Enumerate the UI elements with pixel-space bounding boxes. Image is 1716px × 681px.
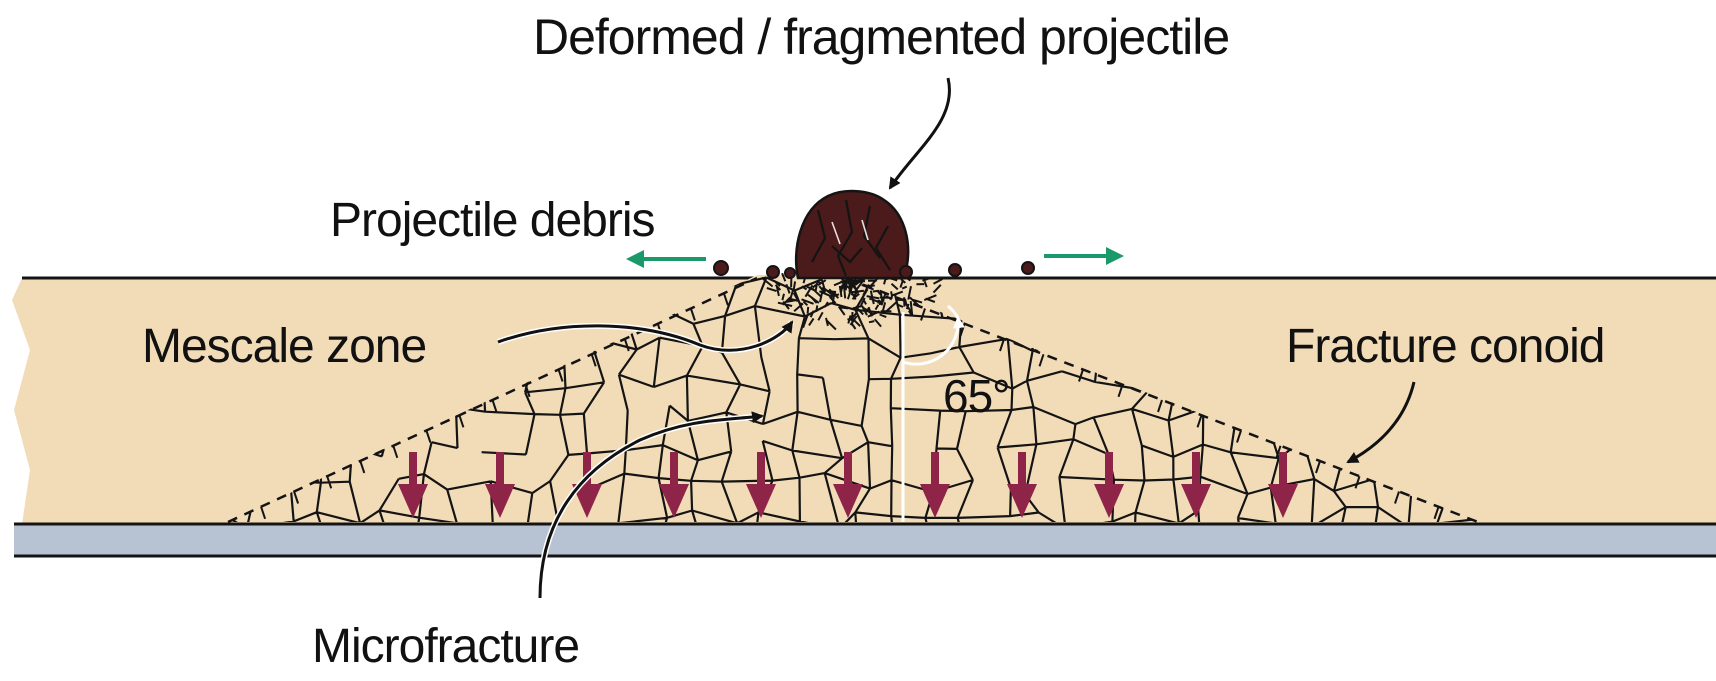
label-fracture-conoid: Fracture conoid bbox=[1286, 320, 1605, 373]
load-arrow bbox=[485, 452, 515, 518]
projectile-leader bbox=[888, 77, 951, 190]
label-angle: 65° bbox=[943, 370, 1010, 422]
projectile-debris-particles bbox=[713, 260, 1035, 279]
load-arrows bbox=[398, 452, 1298, 518]
label-deformed-projectile: Deformed / fragmented projectile bbox=[533, 9, 1229, 65]
load-arrow bbox=[1094, 452, 1124, 518]
load-arrow bbox=[1268, 452, 1298, 518]
label-microfracture: Microfracture bbox=[312, 620, 579, 673]
load-arrow bbox=[746, 452, 776, 518]
conoid-leader bbox=[1346, 381, 1416, 464]
load-arrow bbox=[833, 452, 863, 518]
angle-arc bbox=[902, 316, 965, 366]
load-arrow bbox=[920, 452, 950, 518]
load-arrow bbox=[1181, 452, 1211, 518]
debris-direction-arrows bbox=[626, 247, 1124, 268]
load-arrow bbox=[659, 452, 689, 518]
backing-plate bbox=[14, 524, 1716, 556]
label-mescale-zone: Mescale zone bbox=[142, 320, 426, 373]
load-arrow bbox=[398, 452, 428, 518]
projectile-icon bbox=[794, 189, 910, 280]
load-arrow bbox=[1007, 452, 1037, 518]
load-arrow bbox=[572, 452, 602, 518]
label-projectile-debris: Projectile debris bbox=[330, 194, 654, 247]
